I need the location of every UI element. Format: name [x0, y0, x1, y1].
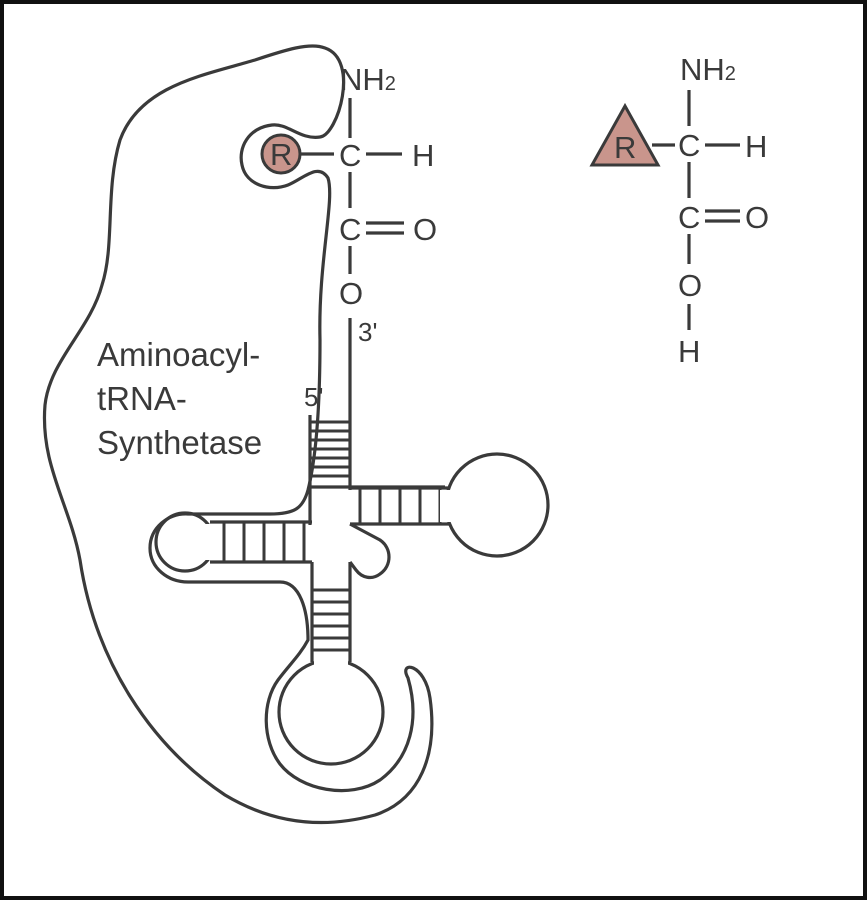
bound-r-group-circle [260, 133, 302, 175]
free-r-group-label: R [614, 130, 636, 165]
free-hydroxyl-oxygen: O [678, 268, 702, 303]
anticodon-loop-join [314, 655, 348, 669]
synthetase-enzyme-body [42, 44, 434, 825]
bound-amino-acid: NH2 C H R C O O [260, 62, 437, 311]
bound-carbonyl-carbon: C [339, 212, 361, 247]
bound-r-group-label: R [270, 137, 292, 172]
free-carbonyl-oxygen: O [745, 200, 769, 235]
d-loop-join [205, 524, 219, 560]
bound-carbonyl-oxygen: O [413, 212, 437, 247]
free-amine-group: NH2 [680, 52, 736, 87]
free-hydrogen: H [745, 129, 767, 164]
enzyme-label-line-2: tRNA- [97, 380, 187, 417]
acceptor-stem-pairs [310, 420, 350, 478]
anticodon-arm-pairs [312, 588, 350, 652]
trna-molecule: 3' 5' [154, 317, 550, 766]
trna-5-prime-label: 5' [304, 382, 323, 412]
trna-3-prime-label: 3' [358, 317, 377, 347]
d-arm-pairs [222, 522, 306, 562]
free-amino-acid: NH2 C H R C O O H [589, 52, 769, 369]
free-hydroxyl-hydrogen: H [678, 334, 700, 369]
free-alpha-carbon: C [678, 128, 700, 163]
variable-loop [348, 522, 391, 580]
bound-hydrogen: H [412, 138, 434, 173]
bound-amine-group: NH2 [340, 62, 396, 97]
free-r-group-triangle [589, 102, 661, 167]
t-loop-join [440, 490, 452, 522]
free-carbonyl-carbon: C [678, 200, 700, 235]
bound-ester-oxygen: O [339, 276, 363, 311]
enzyme-label-line-1: Aminoacyl- [97, 336, 260, 373]
bound-alpha-carbon: C [339, 138, 361, 173]
enzyme-label-line-3: Synthetase [97, 424, 262, 461]
